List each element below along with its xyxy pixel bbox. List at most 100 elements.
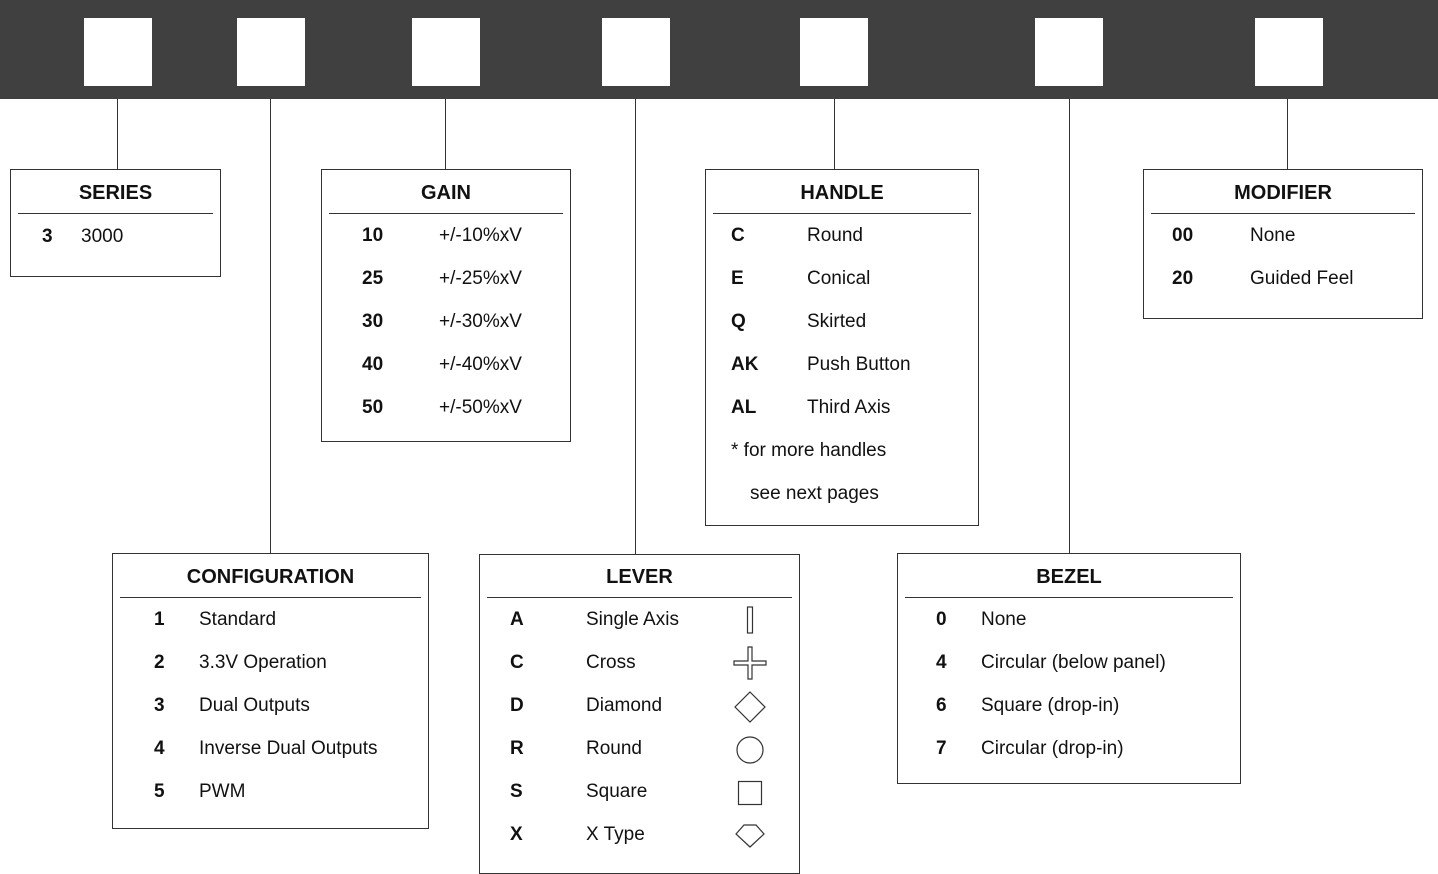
configuration-option-row: 1 Standard <box>113 598 428 641</box>
configuration-code: 2 <box>154 652 165 673</box>
configuration-desc: PWM <box>199 781 246 802</box>
lever-title: LEVER <box>487 555 792 598</box>
handle-option-row: E Conical <box>706 257 978 300</box>
slot-series <box>84 18 152 86</box>
bezel-code: 4 <box>936 652 947 673</box>
series-desc: 3000 <box>81 226 124 247</box>
lever-code: D <box>510 695 524 716</box>
slot-handle <box>800 18 868 86</box>
gain-desc: +/-40%xV <box>439 354 522 375</box>
gain-desc: +/-50%xV <box>439 397 522 418</box>
bezel-option-row: 0 None <box>898 598 1240 641</box>
handle-code: Q <box>731 311 746 332</box>
handle-code: C <box>731 225 745 246</box>
gain-code: 30 <box>362 311 384 332</box>
gain-desc: +/-25%xV <box>439 268 522 289</box>
lever-code: R <box>510 738 524 759</box>
lever-option-row: D Diamond <box>480 684 799 727</box>
modifier-box: MODIFIER 00 None 20 Guided Feel <box>1143 169 1423 319</box>
gain-title: GAIN <box>329 170 563 214</box>
lever-desc: Cross <box>586 652 636 673</box>
handle-option-row: Q Skirted <box>706 300 978 343</box>
lever-desc: X Type <box>586 824 645 845</box>
series-code: 3 <box>42 226 53 247</box>
slot-lever <box>602 18 670 86</box>
lever-desc: Diamond <box>586 695 663 716</box>
lever-desc: Square <box>586 781 648 802</box>
diamond-gate-icon <box>734 691 766 723</box>
bezel-title: BEZEL <box>905 554 1233 598</box>
modifier-option-row: 00 None <box>1144 214 1422 257</box>
handle-note-line2: see next pages <box>750 483 879 504</box>
configuration-desc: Dual Outputs <box>199 695 310 716</box>
bezel-option-row: 4 Circular (below panel) <box>898 641 1240 684</box>
configuration-code: 3 <box>154 695 165 716</box>
configuration-box: CONFIGURATION 1 Standard 2 3.3V Operatio… <box>112 553 429 829</box>
modifier-title: MODIFIER <box>1151 170 1415 214</box>
slot-gain <box>412 18 480 86</box>
square-gate-icon <box>737 780 763 806</box>
handle-box: HANDLE C Round E Conical Q Skirted AK Pu… <box>705 169 979 526</box>
bezel-option-row: 7 Circular (drop-in) <box>898 727 1240 770</box>
connector-configuration <box>270 99 271 553</box>
series-option-row: 3 3000 <box>11 214 220 260</box>
gain-code: 25 <box>362 268 384 289</box>
bezel-option-row: 6 Square (drop-in) <box>898 684 1240 727</box>
gain-option-row: 40 +/-40%xV <box>322 343 570 386</box>
handle-note-line1: * for more handles <box>731 440 887 461</box>
connector-bezel <box>1069 99 1070 553</box>
modifier-code: 00 <box>1172 225 1194 246</box>
handle-desc: Push Button <box>807 354 911 375</box>
x-type-gate-icon <box>735 824 765 848</box>
slot-modifier <box>1255 18 1323 86</box>
gain-option-row: 10 +/-10%xV <box>322 214 570 257</box>
configuration-code: 5 <box>154 781 165 802</box>
lever-option-row: X X Type <box>480 813 799 856</box>
lever-code: S <box>510 781 523 802</box>
configuration-option-row: 5 PWM <box>113 770 428 813</box>
configuration-option-row: 2 3.3V Operation <box>113 641 428 684</box>
bezel-code: 6 <box>936 695 947 716</box>
configuration-code: 4 <box>154 738 165 759</box>
slot-configuration <box>237 18 305 86</box>
configuration-desc: Standard <box>199 609 277 630</box>
connector-series <box>117 99 118 169</box>
gain-box: GAIN 10 +/-10%xV 25 +/-25%xV 30 +/-30%xV… <box>321 169 571 442</box>
gain-option-row: 30 +/-30%xV <box>322 300 570 343</box>
handle-desc: Conical <box>807 268 871 289</box>
handle-code: AK <box>731 354 759 375</box>
configuration-option-row: 4 Inverse Dual Outputs <box>113 727 428 770</box>
bezel-code: 7 <box>936 738 947 759</box>
handle-option-row: C Round <box>706 214 978 257</box>
configuration-title: CONFIGURATION <box>120 554 421 598</box>
lever-box: LEVER A Single Axis C Cross D Diamond R … <box>479 554 800 874</box>
gain-option-row: 50 +/-50%xV <box>322 386 570 429</box>
configuration-code: 1 <box>154 609 165 630</box>
lever-code: X <box>510 824 523 845</box>
slot-bezel <box>1035 18 1103 86</box>
series-title: SERIES <box>18 170 213 214</box>
gain-option-row: 25 +/-25%xV <box>322 257 570 300</box>
connector-lever <box>635 99 636 554</box>
connector-gain <box>445 99 446 169</box>
handle-desc: Round <box>807 225 863 246</box>
gain-code: 40 <box>362 354 384 375</box>
handle-title: HANDLE <box>713 170 971 214</box>
modifier-option-row: 20 Guided Feel <box>1144 257 1422 300</box>
lever-option-row: R Round <box>480 727 799 770</box>
connector-handle <box>834 99 835 169</box>
configuration-desc: 3.3V Operation <box>199 652 327 673</box>
single-axis-gate-icon <box>746 606 754 634</box>
gain-desc: +/-30%xV <box>439 311 522 332</box>
handle-code: E <box>731 268 744 289</box>
handle-note-row: see next pages <box>706 472 978 515</box>
connector-modifier <box>1287 99 1288 169</box>
modifier-desc: Guided Feel <box>1250 268 1354 289</box>
bezel-desc: Square (drop-in) <box>981 695 1120 716</box>
configuration-option-row: 3 Dual Outputs <box>113 684 428 727</box>
handle-desc: Skirted <box>807 311 867 332</box>
lever-option-row: A Single Axis <box>480 598 799 641</box>
handle-code: AL <box>731 397 757 418</box>
configuration-desc: Inverse Dual Outputs <box>199 738 378 759</box>
lever-desc: Round <box>586 738 642 759</box>
